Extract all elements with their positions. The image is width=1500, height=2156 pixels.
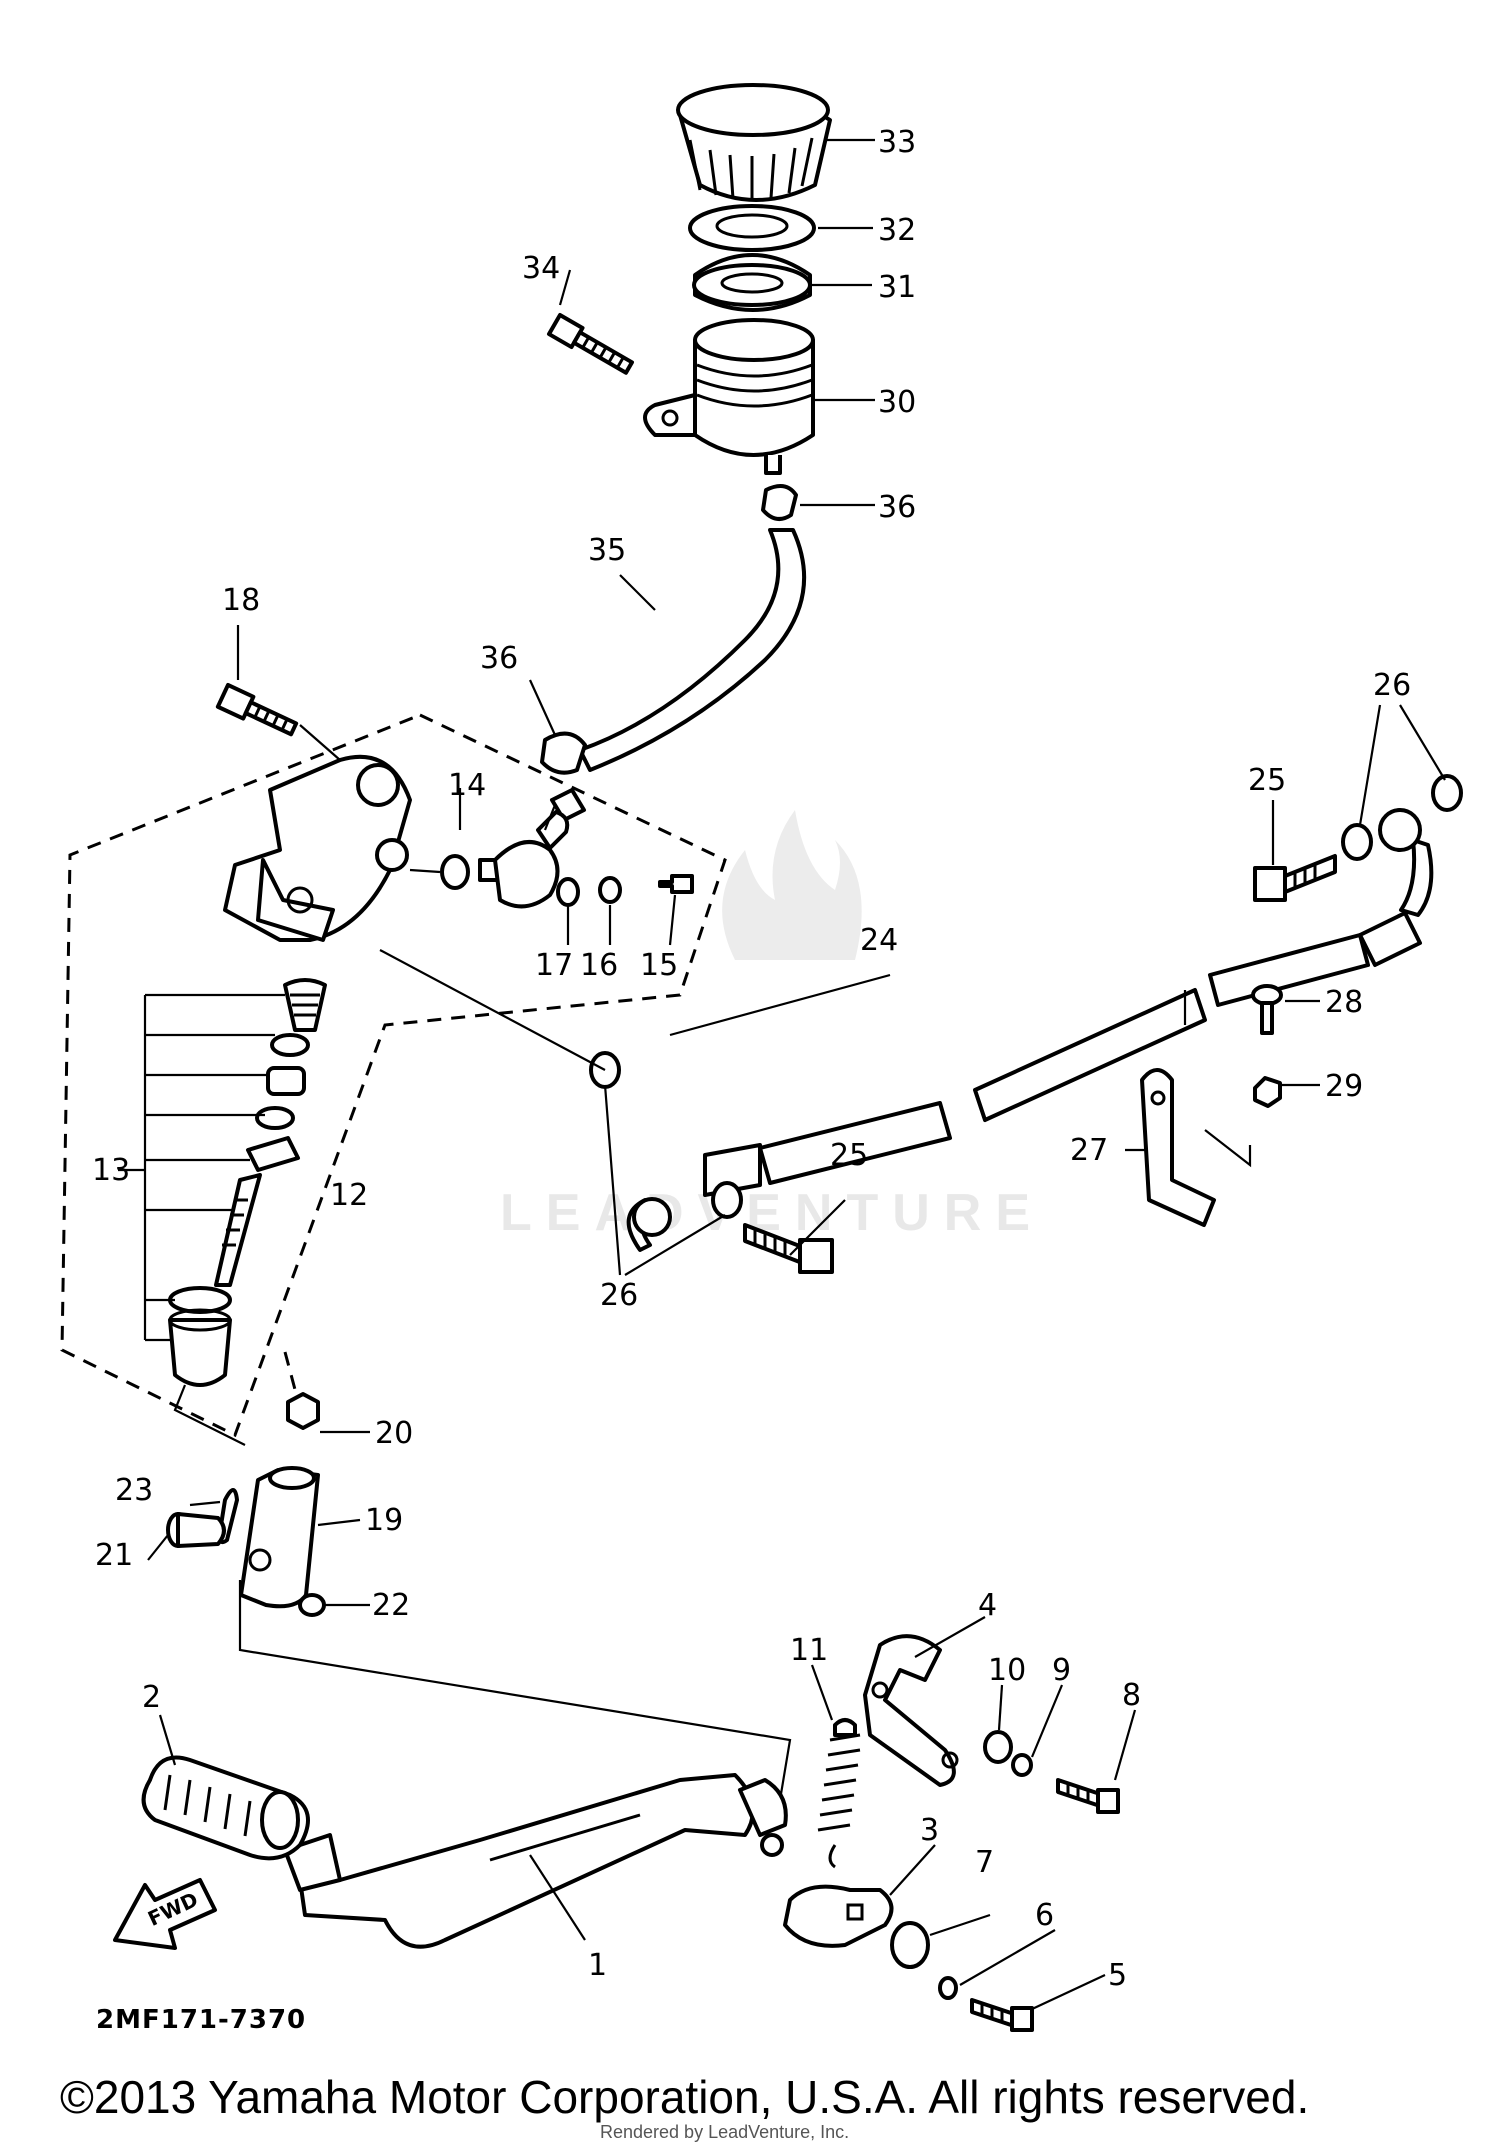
callout-22: 22 xyxy=(372,1588,410,1623)
callout-14: 14 xyxy=(448,768,486,803)
callout-1: 1 xyxy=(588,1948,607,1983)
body-to-oring-guide xyxy=(409,868,441,874)
callout-4: 4 xyxy=(978,1588,997,1623)
nut-20-guide xyxy=(283,1351,299,1398)
callout-19: 19 xyxy=(365,1503,403,1538)
callout-17: 17 xyxy=(535,948,573,983)
callout-24: 24 xyxy=(860,923,898,958)
screw-28-part xyxy=(1251,984,1283,1035)
master-cylinder-body-part xyxy=(223,754,412,942)
callout-23: 23 xyxy=(115,1473,153,1508)
nut-20-part xyxy=(286,1392,320,1430)
master-cylinder-assembly-outline xyxy=(60,713,727,1438)
pedal-bracket-part xyxy=(863,1634,959,1787)
washer-9-part xyxy=(1011,1753,1033,1777)
cylinder-kit-part xyxy=(168,978,327,1387)
callout-31: 31 xyxy=(878,270,916,305)
callout-20: 20 xyxy=(375,1416,413,1451)
hose-bracket-part xyxy=(1140,1068,1216,1227)
reservoir-bolt-part xyxy=(547,313,634,375)
callout-29: 29 xyxy=(1325,1069,1363,1104)
bolt-18-guide xyxy=(299,724,341,761)
reservoir-hose-part xyxy=(578,528,807,772)
bracket-27-guide xyxy=(1204,1129,1252,1168)
callout-15: 15 xyxy=(640,948,678,983)
callout-28: 28 xyxy=(1325,985,1363,1020)
washer-10-part xyxy=(983,1730,1013,1764)
washer-17-part xyxy=(556,877,580,907)
callout-2: 2 xyxy=(142,1680,161,1715)
callout-32: 32 xyxy=(878,213,916,248)
callout-13: 13 xyxy=(92,1153,130,1188)
diaphragm-part xyxy=(692,253,812,312)
bolt-5-part xyxy=(970,1998,1034,2032)
diagram-code: 2MF171-7370 xyxy=(96,2005,307,2035)
callout-12: 12 xyxy=(330,1178,368,1213)
washer-26-d-part xyxy=(1431,774,1463,812)
callout-30: 30 xyxy=(878,385,916,420)
callout-33: 33 xyxy=(878,125,916,160)
callout-25-lower: 25 xyxy=(830,1138,868,1173)
clevis-pin-part xyxy=(166,1512,226,1548)
callout-11: 11 xyxy=(790,1633,828,1668)
union-bolt-25-upper-part xyxy=(1253,854,1337,902)
hose-joint-part xyxy=(478,810,570,909)
callout-8: 8 xyxy=(1122,1678,1141,1713)
callout-27: 27 xyxy=(1070,1133,1108,1168)
callout-3: 3 xyxy=(920,1813,939,1848)
washer-7-part xyxy=(890,1921,930,1969)
callout-7: 7 xyxy=(975,1845,994,1880)
callout-36-lower: 36 xyxy=(480,641,518,676)
copyright-text: ©2013 Yamaha Motor Corporation, U.S.A. A… xyxy=(60,2071,1310,2123)
callout-25-upper: 25 xyxy=(1248,763,1286,798)
callout-leaders xyxy=(147,138,1446,2011)
screw-15-part xyxy=(658,874,694,894)
reservoir-cap-part xyxy=(676,83,832,202)
callout-10: 10 xyxy=(988,1653,1026,1688)
clevis-part xyxy=(239,1466,320,1609)
callout-26-upper: 26 xyxy=(1373,668,1411,703)
washer-6-part xyxy=(938,1976,958,2000)
cylinder-to-clevis-guide xyxy=(173,1384,246,1446)
washer-26-b-part xyxy=(711,1181,743,1219)
fwd-arrow-icon: FWD xyxy=(113,1878,217,1950)
hose-clip-lower-part xyxy=(540,731,587,822)
hose-to-joint-guide xyxy=(543,804,557,831)
render-credit: Rendered by LeadVenture, Inc. xyxy=(600,2122,850,2142)
clevis-to-pedal-guide xyxy=(238,1580,792,1801)
stopper-plate-part xyxy=(783,1884,894,1948)
nut-29-part xyxy=(1253,1076,1282,1108)
callout-16: 16 xyxy=(580,948,618,983)
callout-5: 5 xyxy=(1108,1958,1127,1993)
callout-36-upper: 36 xyxy=(878,490,916,525)
hose-clip-upper-part xyxy=(761,484,798,521)
body-to-washer-guide xyxy=(379,949,606,1071)
washer-22-part xyxy=(298,1593,326,1617)
callout-21: 21 xyxy=(95,1538,133,1573)
washer-26-c-part xyxy=(1341,823,1373,861)
reservoir-tank-part xyxy=(643,318,815,475)
callout-26-lower: 26 xyxy=(600,1278,638,1313)
watermark: LEADVENTURE xyxy=(500,810,1030,1242)
callout-35: 35 xyxy=(588,533,626,568)
callout-labels: 1 2 3 4 5 6 7 8 9 10 11 12 13 14 15 16 1… xyxy=(92,125,1411,1993)
o-ring-part xyxy=(440,854,470,890)
callout-9: 9 xyxy=(1052,1653,1071,1688)
callout-6: 6 xyxy=(1035,1898,1054,1933)
kit-13-bracket xyxy=(118,993,285,1342)
callout-18: 18 xyxy=(222,583,260,618)
washer-16-part xyxy=(598,876,622,904)
diaphragm-plate-part xyxy=(688,204,816,252)
return-spring-part xyxy=(817,1718,861,1869)
union-bolt-25-lower-part xyxy=(743,1223,834,1274)
brake-pedal-part xyxy=(283,1773,788,1949)
bolt-8-part xyxy=(1056,1778,1120,1814)
master-cylinder-bolt-part xyxy=(215,683,299,737)
brake-hose-part xyxy=(626,808,1434,1252)
footrest-rubber-part xyxy=(141,1755,310,1861)
callout-34: 34 xyxy=(522,251,560,286)
